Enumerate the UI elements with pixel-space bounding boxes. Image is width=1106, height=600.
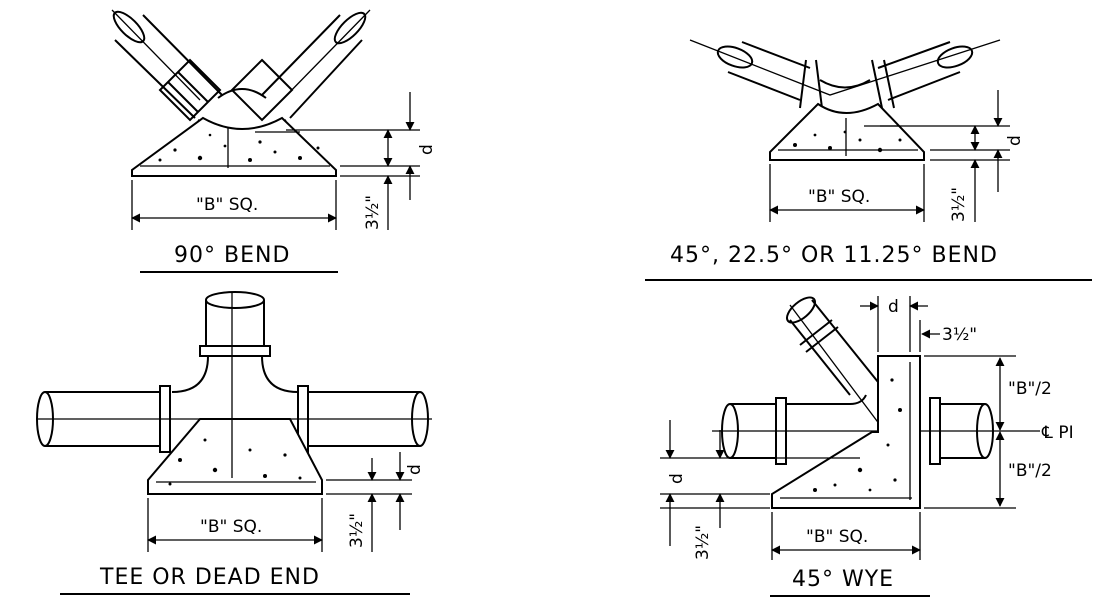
width-label: "B" SQ. <box>196 195 258 215</box>
min-thickness-label: 3½" <box>347 513 367 548</box>
dimension-lines <box>131 92 420 230</box>
side-min-thickness-label: 3½" <box>942 325 977 345</box>
min-thickness-label: 3½" <box>363 195 383 230</box>
pipe-bend <box>689 39 1001 118</box>
concrete-block <box>131 116 337 177</box>
min-thickness-label: 3½" <box>693 525 713 560</box>
panel-title: 90° BEND <box>174 243 290 268</box>
dimension-lines <box>147 452 412 552</box>
width-label: "B" SQ. <box>200 517 262 537</box>
panel-title: 45° WYE <box>792 567 894 592</box>
width-label: "B" SQ. <box>806 527 868 547</box>
depth-label: d <box>417 144 437 155</box>
panel-90-bend: "B" SQ. d 3½" 90° BEND <box>111 9 437 273</box>
depth-label: d <box>667 473 687 484</box>
dimension-lines <box>769 90 1010 222</box>
half-width-label-top: "B"/2 <box>1008 379 1052 399</box>
centerline-label: ℄ PI <box>1041 423 1074 443</box>
top-depth-label: d <box>888 297 899 317</box>
panel-tee: "B" SQ. d 3½" TEE OR DEAD END <box>36 291 432 595</box>
concrete-block <box>769 102 925 161</box>
dimension-lines <box>660 296 1016 560</box>
panel-wye: d 3½" "B"/2 "B"/2 ℄ PI d 3½" "B" SQ. 45°… <box>660 296 1074 597</box>
half-width-label-bottom: "B"/2 <box>1008 461 1052 481</box>
concrete-block <box>771 355 921 509</box>
panel-title: 45°, 22.5° OR 11.25° BEND <box>670 243 998 268</box>
pipe-elbow <box>111 9 371 136</box>
panel-title: TEE OR DEAD END <box>99 565 320 590</box>
depth-label: d <box>1005 135 1025 146</box>
depth-label: d <box>405 464 425 475</box>
width-label: "B" SQ. <box>808 187 870 207</box>
panel-45-bend: "B" SQ. d 3½" 45°, 22.5° OR 11.25° BEND <box>645 39 1092 281</box>
concrete-block <box>147 418 323 495</box>
min-thickness-label: 3½" <box>949 187 969 222</box>
